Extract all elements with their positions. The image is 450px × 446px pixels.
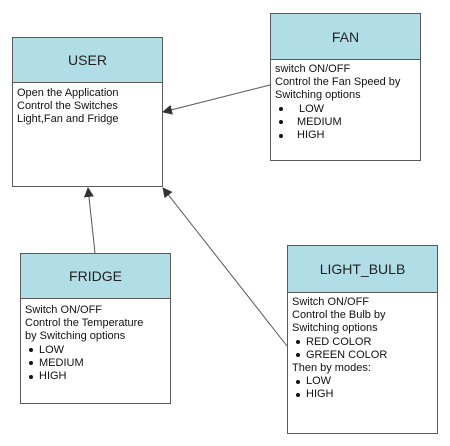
light-bulb-mode-option: HIGH <box>296 388 433 401</box>
fan-option-label: LOW <box>299 102 325 115</box>
fridge-option-label: MEDIUM <box>39 356 84 369</box>
fridge-line: Control the Temperature <box>25 317 144 330</box>
light-bulb-line: Switching options <box>292 322 378 335</box>
bullet-icon <box>29 348 33 353</box>
light-bulb-option-label: LOW <box>306 375 332 388</box>
user-line: Light,Fan and Fridge <box>17 113 119 126</box>
user-title: USER <box>68 52 107 68</box>
fan-option-label: MEDIUM <box>297 115 342 128</box>
fridge-box: FRIDGE Switch ON/OFF Control the Tempera… <box>20 253 171 404</box>
fan-line: Switching options <box>275 89 361 102</box>
light-bulb-color-option: RED COLOR <box>296 336 433 349</box>
light-bulb-option-label: HIGH <box>306 388 334 401</box>
fridge-option: MEDIUM <box>29 357 166 370</box>
bullet-icon <box>296 379 300 384</box>
light-bulb-option-label: RED COLOR <box>306 335 372 348</box>
fan-header: FAN <box>271 14 420 60</box>
light-bulb-line: Then by modes: <box>292 362 371 375</box>
light-bulb-option-label: GREEN COLOR <box>306 348 388 361</box>
fan-option: HIGH <box>279 129 416 142</box>
fridge-line: by Switching options <box>25 330 126 343</box>
user-box: USER Open the Application Control the Sw… <box>12 37 163 187</box>
fridge-option-label: LOW <box>39 343 65 356</box>
bullet-icon <box>279 107 283 112</box>
light-bulb-header: LIGHT_BULB <box>288 246 437 293</box>
user-line: Control the Switches <box>17 100 118 113</box>
fan-line: Control the Fan Speed by <box>275 76 401 89</box>
light-bulb-color-option: GREEN COLOR <box>296 349 433 362</box>
fan-body: switch ON/OFF Control the Fan Speed by S… <box>271 60 420 144</box>
light-bulb-line: Control the Bulb by <box>292 309 386 322</box>
light-bulb-line: Switch ON/OFF <box>292 296 370 308</box>
light-bulb-box: LIGHT_BULB Switch ON/OFF Control the Bul… <box>287 245 438 434</box>
light-bulb-mode-option: LOW <box>296 375 433 388</box>
fan-box: FAN switch ON/OFF Control the Fan Speed … <box>270 13 421 161</box>
bullet-icon <box>279 133 283 138</box>
user-header: USER <box>13 38 162 83</box>
arrow-fan-to-user <box>162 84 271 115</box>
fridge-option: LOW <box>29 344 166 357</box>
arrow-fridge-to-user <box>83 187 96 254</box>
light-bulb-body: Switch ON/OFF Control the Bulb by Switch… <box>288 293 437 404</box>
user-body: Open the Application Control the Switche… <box>13 83 162 129</box>
fan-option: LOW <box>279 103 416 116</box>
bullet-icon <box>296 393 300 398</box>
fridge-option-label: HIGH <box>39 370 67 383</box>
fan-option-label: HIGH <box>297 129 325 142</box>
fridge-body: Switch ON/OFF Control the Temperature by… <box>21 299 170 385</box>
user-line: Open the Application <box>17 87 119 99</box>
fan-title: FAN <box>331 28 360 45</box>
fan-option: MEDIUM <box>279 116 416 129</box>
light-bulb-title: LIGHT_BULB <box>319 261 406 277</box>
arrow-light-bulb-to-user <box>162 187 288 347</box>
bullet-icon <box>279 120 283 125</box>
bullet-icon <box>29 361 33 366</box>
bullet-icon <box>296 340 300 345</box>
fan-line: switch ON/OFF <box>275 63 351 75</box>
fridge-option: HIGH <box>29 370 166 383</box>
bullet-icon <box>29 374 33 379</box>
fridge-line: Switch ON/OFF <box>25 304 103 316</box>
fridge-title: FRIDGE <box>69 268 122 284</box>
bullet-icon <box>296 353 300 358</box>
fridge-header: FRIDGE <box>21 254 170 299</box>
